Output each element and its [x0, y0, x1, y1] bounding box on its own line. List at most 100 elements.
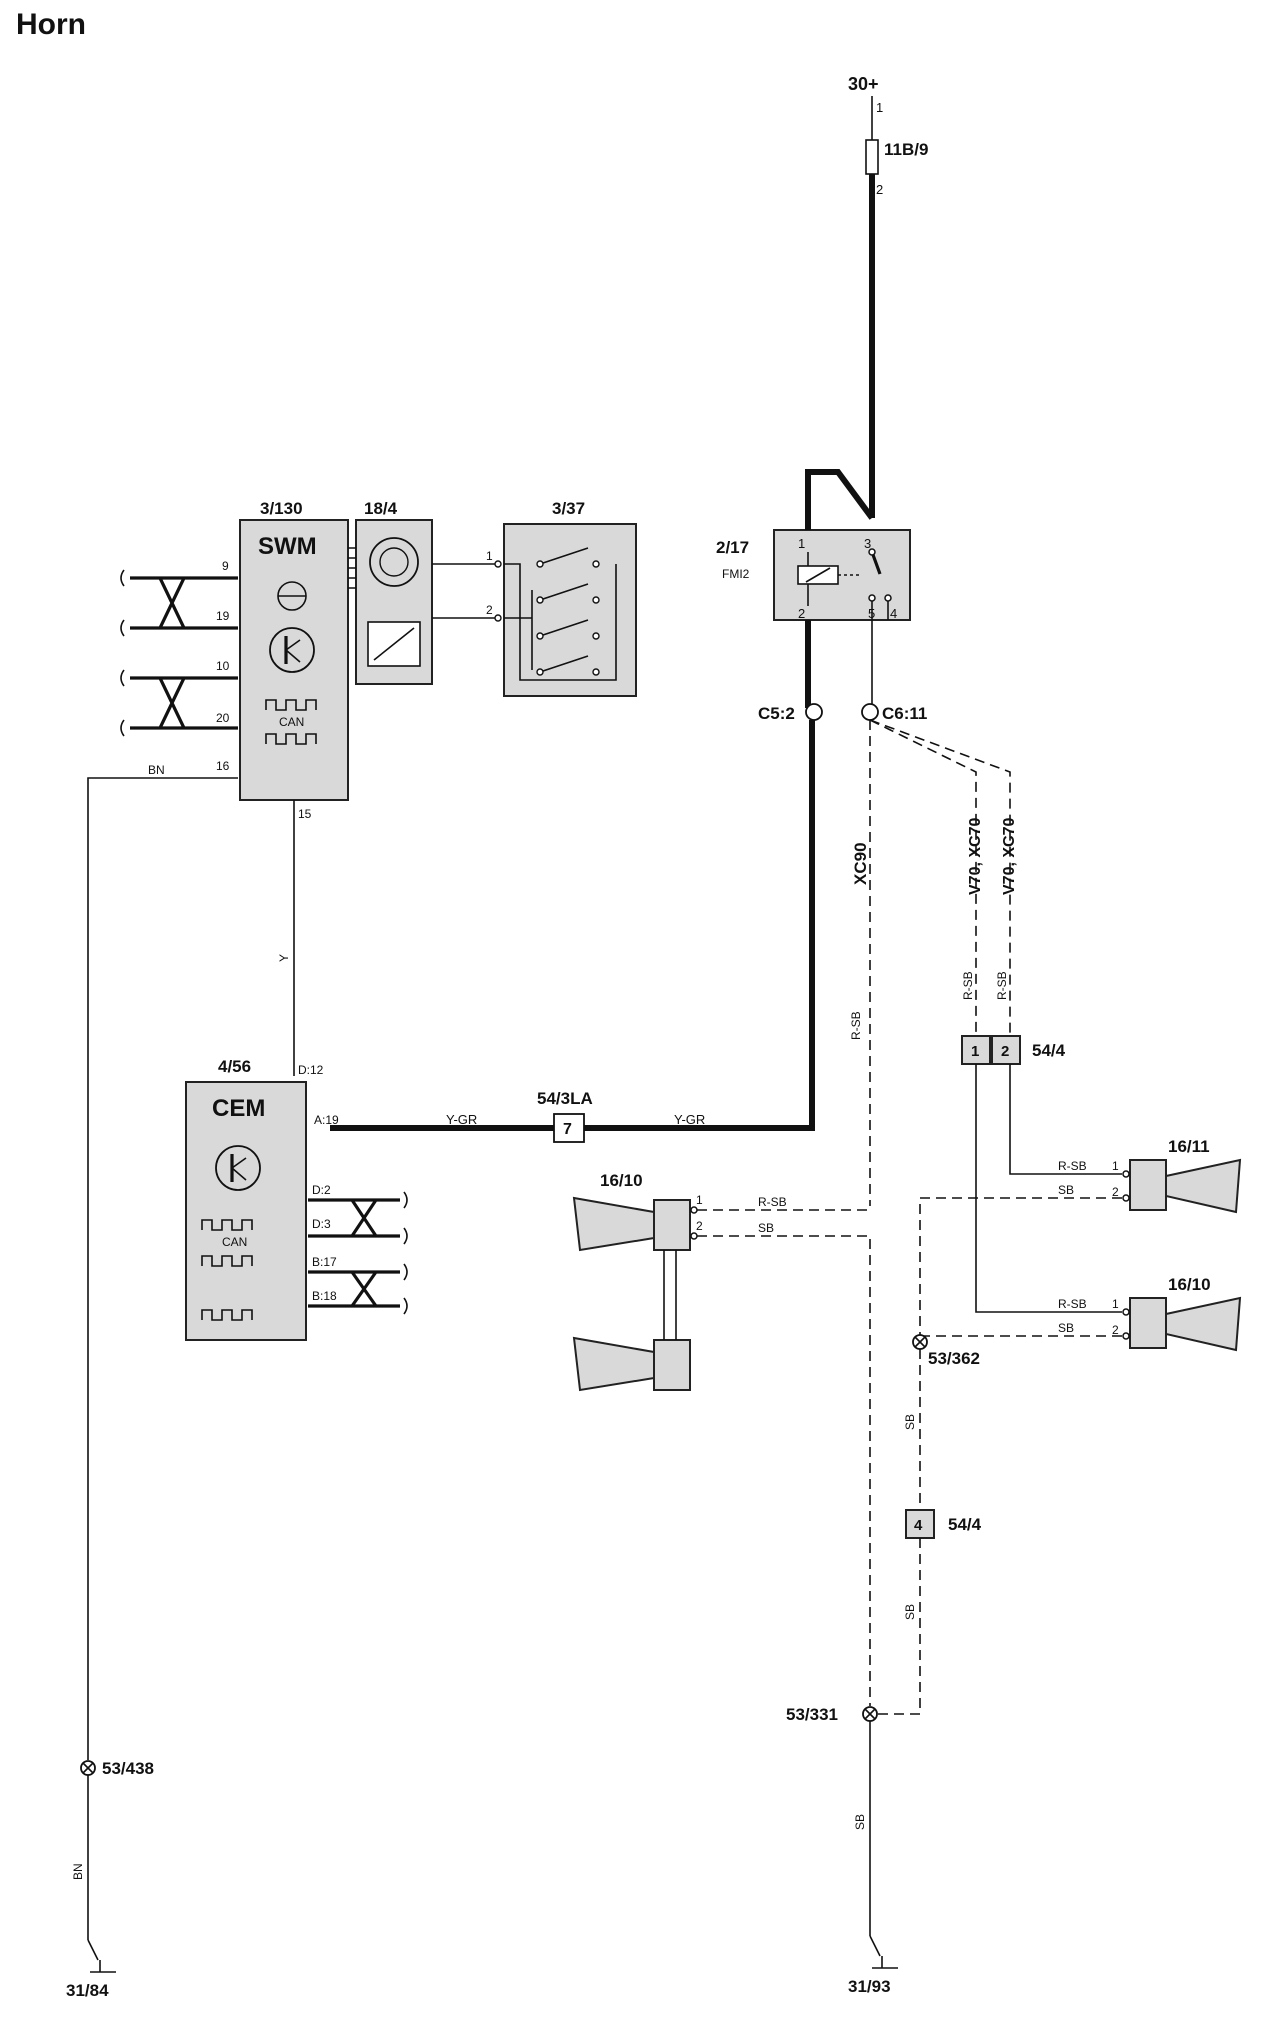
- horn-16-11-body: [1129, 1159, 1167, 1211]
- wire-bn: [87, 777, 238, 1760]
- wire-color-ygr-2: Y-GR: [674, 1112, 705, 1127]
- horn-16-11-pin2: 2: [1112, 1185, 1119, 1199]
- horn-xc90-pin1: 1: [696, 1193, 703, 1207]
- connector-54-4-label: 54/4: [1032, 1041, 1066, 1060]
- horn-switch-contacts: [539, 547, 589, 673]
- cem-name: CEM: [212, 1095, 265, 1122]
- wire-color-bn-1: BN: [148, 763, 165, 777]
- page-title: Horn: [16, 8, 86, 41]
- wire-rsb-16-11: [1009, 1064, 1122, 1175]
- horn-xc90-upper-bell: [572, 1196, 655, 1252]
- cem-can-wave-1: [201, 1219, 253, 1231]
- horn-xc90-lower-bell: [572, 1336, 655, 1392]
- variant-v70-a-label: V70, XC70: [967, 818, 984, 895]
- connector-54-4-pin2-label: 2: [1001, 1043, 1009, 1060]
- horn-16-11-bell: [1165, 1158, 1242, 1214]
- cem-pin-d12: D:12: [298, 1063, 324, 1077]
- connector-54-4-pin1-label: 1: [971, 1043, 979, 1060]
- cem-pin-d3: D:3: [312, 1217, 331, 1231]
- v70-wire-b: [869, 719, 1011, 1040]
- swm-pin-16: 16: [216, 759, 230, 773]
- splice-54-3la-pin: 7: [563, 1121, 572, 1138]
- relay-pin-2: 2: [798, 606, 805, 621]
- wire-color-bn-2: BN: [71, 1863, 85, 1880]
- wire-sb-to-331: [876, 1538, 921, 1715]
- connector-54-4b-pin: 4: [914, 1517, 923, 1534]
- wire-sb-16-11: [919, 1197, 1122, 1336]
- horn-switch-label: 3/37: [552, 499, 585, 518]
- swm-wire-breaks: [120, 569, 125, 737]
- cem-id-label: 4/56: [218, 1057, 251, 1076]
- horn-16-10-right-pin2: 2: [1112, 1323, 1119, 1337]
- wire-color-ygr-1: Y-GR: [446, 1112, 477, 1127]
- connector-c6-label: C6:11: [882, 704, 927, 723]
- wire-color-sb-362: SB: [903, 1414, 917, 1430]
- cem-pin-b17: B:17: [312, 1255, 337, 1269]
- swm-transistor-icon: [269, 627, 315, 673]
- cem-pin-d2: D:2: [312, 1183, 331, 1197]
- splice-54-3la-label: 54/3LA: [537, 1089, 593, 1108]
- clock-spring-label: 18/4: [364, 499, 398, 518]
- wire-color-rsb-xc90-horn: R-SB: [758, 1195, 787, 1209]
- earth-31-93-symbol: [869, 1935, 898, 1969]
- connector-54-4-pin1: [961, 1035, 991, 1065]
- swm-pin-15: 15: [298, 807, 312, 821]
- wire-color-sb-1611: SB: [1058, 1183, 1074, 1197]
- cem-wire-breaks: [403, 1191, 408, 1315]
- clock-spring-to-switch-wires: [432, 563, 498, 619]
- swm-can-pair-1: [130, 576, 238, 630]
- cem-can-label: CAN: [222, 1235, 247, 1249]
- relay-pin-4: 4: [890, 606, 897, 621]
- wire-color-sb-ground: SB: [853, 1814, 867, 1830]
- wire-color-rsb-xc90: R-SB: [849, 1011, 863, 1040]
- connector-54-4-pin2: [991, 1035, 1021, 1065]
- cem-transistor-icon: [215, 1145, 261, 1191]
- wire-y-gr: [330, 720, 815, 1131]
- connector-c5: [805, 703, 823, 721]
- wire-color-sb-331: SB: [903, 1604, 917, 1620]
- connector-54-4-pin4: [905, 1509, 935, 1539]
- variant-xc90-label: XC90: [851, 842, 870, 885]
- horn-xc90-lower-body: [653, 1339, 691, 1391]
- cem-pin-b18: B:18: [312, 1289, 337, 1303]
- wire-rsb-16-10: [975, 1064, 1122, 1313]
- horn-switch-pin1: 1: [486, 549, 493, 563]
- horn-16-10-right-body: [1129, 1297, 1167, 1349]
- cem-pin-a19: A:19: [314, 1113, 339, 1127]
- horn-16-11-pin1: 1: [1112, 1159, 1119, 1173]
- wire-color-rsb-1611: R-SB: [1058, 1159, 1087, 1173]
- earth-31-93-label: 31/93: [848, 1977, 891, 1996]
- ground-53-362-label: 53/362: [928, 1349, 980, 1368]
- swm-can-pair-2: [130, 676, 238, 730]
- horn-16-10-right-bell: [1165, 1296, 1242, 1352]
- swm-pin-9: 9: [222, 559, 229, 573]
- wire-color-rsb-1610: R-SB: [1058, 1297, 1087, 1311]
- wire-color-y: Y: [277, 954, 291, 962]
- cem-can-pair-1: [308, 1198, 400, 1238]
- swm-pin-20: 20: [216, 711, 230, 725]
- connector-54-4b-label: 54/4: [948, 1515, 982, 1534]
- horn-16-10-right-pin1: 1: [1112, 1297, 1119, 1311]
- relay-pin-3: 3: [864, 536, 871, 551]
- horn-xc90-label: 16/10: [600, 1171, 643, 1190]
- wire-color-rsb-b: R-SB: [995, 971, 1009, 1000]
- wire-sb-xc90-horn: [697, 1235, 871, 1706]
- earth-31-84-symbol: [87, 1939, 116, 1973]
- horn-switch-bus-1: [504, 563, 617, 681]
- horn-switch-bus-2: [504, 590, 533, 670]
- horn-16-11-label: 16/11: [1168, 1137, 1210, 1156]
- swm-clock-spring-link: [348, 547, 356, 589]
- relay-contact: [870, 551, 882, 575]
- relay-pin-1: 1: [798, 536, 805, 551]
- variant-v70-b-label: V70, XC70: [1001, 818, 1018, 895]
- horn-switch-module: [503, 523, 637, 697]
- horn-16-10-right-label: 16/10: [1168, 1275, 1211, 1294]
- clock-spring-icon: [369, 537, 419, 587]
- swm-can-wave-2: [265, 733, 317, 745]
- wire-color-sb-xc90-horn: SB: [758, 1221, 774, 1235]
- relay-label: 2/17: [716, 538, 749, 557]
- fuse-pin-in: 1: [876, 100, 883, 115]
- wire-color-sb-1610: SB: [1058, 1321, 1074, 1335]
- swm-pin-19: 19: [216, 609, 230, 623]
